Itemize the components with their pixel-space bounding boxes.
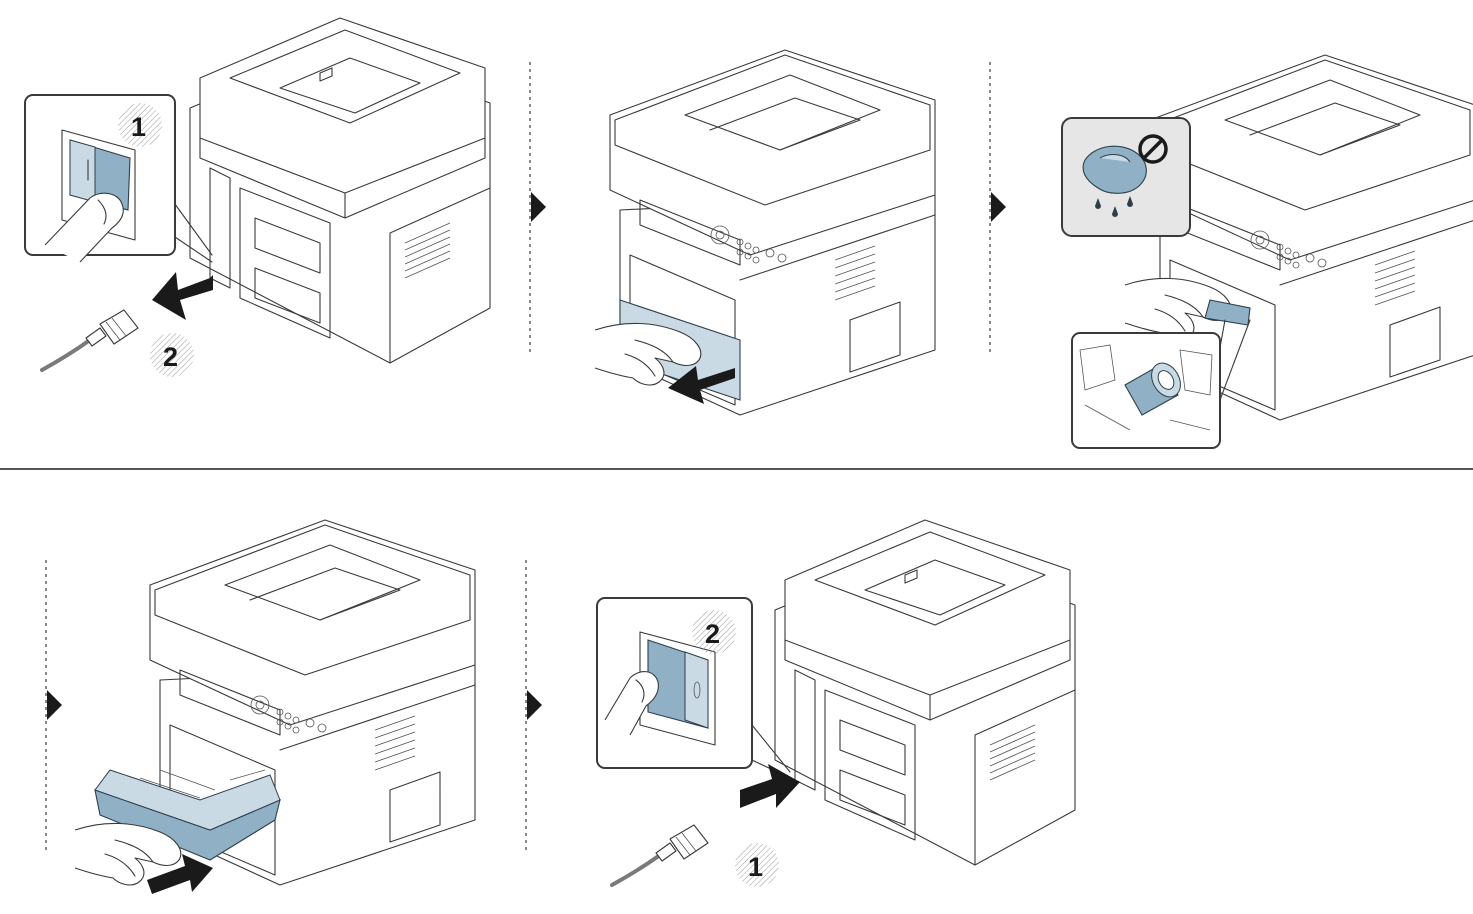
step-1-panel: 1 2 <box>24 17 491 377</box>
step-2-panel <box>594 49 936 416</box>
wet-cloth-icon <box>1082 145 1147 217</box>
push-arrow-icon <box>147 854 213 894</box>
callout-number-2: 2 <box>163 342 178 372</box>
callout-number-2: 2 <box>705 619 720 649</box>
power-switch-icon <box>61 129 136 241</box>
pickup-roller-icon <box>1079 344 1213 431</box>
callout-number-1: 1 <box>131 112 146 142</box>
step-arrow-icon <box>527 690 542 720</box>
finger-icon <box>44 192 124 263</box>
step-5-panel: 2 1 <box>596 519 1076 887</box>
pull-arrow-icon <box>668 366 735 404</box>
power-cord-icon <box>40 308 140 372</box>
step-arrow-icon <box>47 690 62 720</box>
prohibited-icon <box>1138 134 1168 164</box>
paper-tray-icon <box>94 769 281 861</box>
step-arrow-icon <box>531 192 546 222</box>
step-3-panel <box>1061 54 1473 449</box>
step-arrow-icon <box>991 192 1006 222</box>
step-4-panel <box>74 519 476 894</box>
printer-rear-view <box>189 17 491 364</box>
unplug-arrow-icon <box>152 272 213 320</box>
finger-icon <box>604 671 659 736</box>
callout-number-1: 1 <box>748 852 763 882</box>
power-cord-icon <box>610 823 710 887</box>
power-switch-icon <box>639 631 716 746</box>
plug-in-arrow-icon <box>740 764 800 808</box>
printer-rear-view <box>774 519 1076 866</box>
